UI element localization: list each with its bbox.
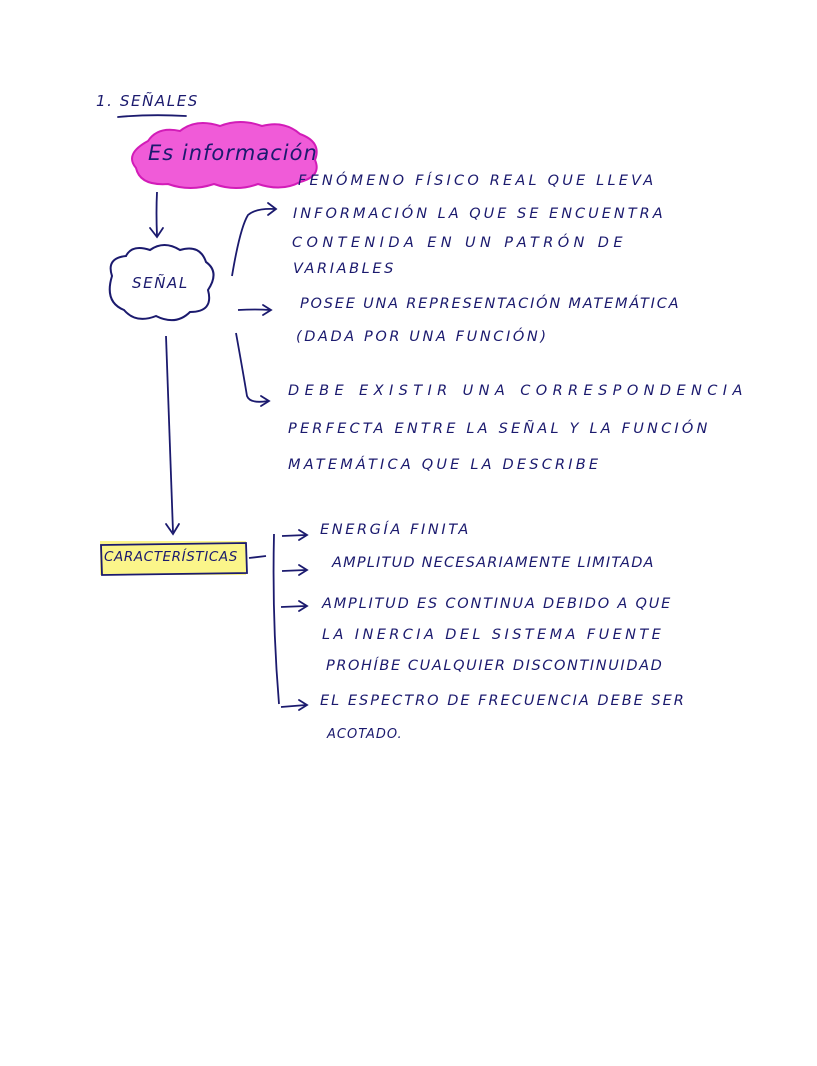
definition-bubble-shape <box>131 121 318 189</box>
characteristics-label: CARACTERÍSTICAS <box>104 549 238 565</box>
characteristics-connector <box>248 555 267 559</box>
characteristic-arrow-4 <box>280 704 307 708</box>
definition-point-1-line-2: INFORMACIÓN LA QUE SE ENCUENTRA <box>293 206 666 222</box>
definition-bubble-text: Es información <box>148 141 318 165</box>
characteristic-3-line-1: AMPLITUD ES CONTINUA DEBIDO A QUE <box>322 596 673 612</box>
definition-point-3-line-2: PERFECTA ENTRE LA SEÑAL Y LA FUNCIÓN <box>288 421 711 437</box>
branch-to-point-1 <box>231 207 276 277</box>
page-heading: 1. SEÑALES <box>96 92 199 110</box>
characteristic-arrow-3 <box>280 605 307 608</box>
signal-node-label: SEÑAL <box>132 274 189 292</box>
characteristic-arrow-2 <box>281 569 307 572</box>
branch-to-point-3 <box>235 332 269 403</box>
characteristics-bracket <box>272 533 280 705</box>
definition-point-2-line-2: (DADA POR UNA FUNCIÓN) <box>296 329 549 345</box>
definition-point-3-line-3: MATEMÁTICA QUE LA DESCRIBE <box>288 457 602 473</box>
bubble-to-signal-arrow <box>155 191 158 237</box>
characteristics-box-outline <box>100 542 248 576</box>
characteristic-1: ENERGÍA FINITA <box>320 522 471 538</box>
definition-point-3-line-1: DEBE EXISTIR UNA CORRESPONDENCIA <box>288 383 748 399</box>
branch-to-point-2 <box>237 308 271 311</box>
definition-point-1-line-1: FENÓMENO FÍSICO REAL QUE LLEVA <box>298 173 657 189</box>
characteristic-3-line-3: PROHÍBE CUALQUIER DISCONTINUIDAD <box>326 658 664 674</box>
definition-point-2-line-1: POSEE UNA REPRESENTACIÓN MATEMÁTICA <box>300 296 681 312</box>
signal-cloud-shape <box>108 244 215 322</box>
definition-point-1-line-3: CONTENIDA EN UN PATRÓN DE <box>292 235 627 251</box>
characteristic-2: AMPLITUD NECESARIAMENTE LIMITADA <box>332 555 655 571</box>
characteristic-4-line-2: ACOTADO. <box>327 727 403 742</box>
characteristic-4-line-1: EL ESPECTRO DE FRECUENCIA DEBE SER <box>320 693 686 709</box>
definition-point-1-line-4: VARIABLES <box>293 261 396 277</box>
characteristic-arrow-1 <box>281 534 307 537</box>
characteristics-highlight <box>100 541 246 575</box>
characteristic-3-line-2: LA INERCIA DEL SISTEMA FUENTE <box>322 627 665 643</box>
signal-to-characteristics-arrow <box>165 335 174 533</box>
heading-underline <box>117 114 187 118</box>
